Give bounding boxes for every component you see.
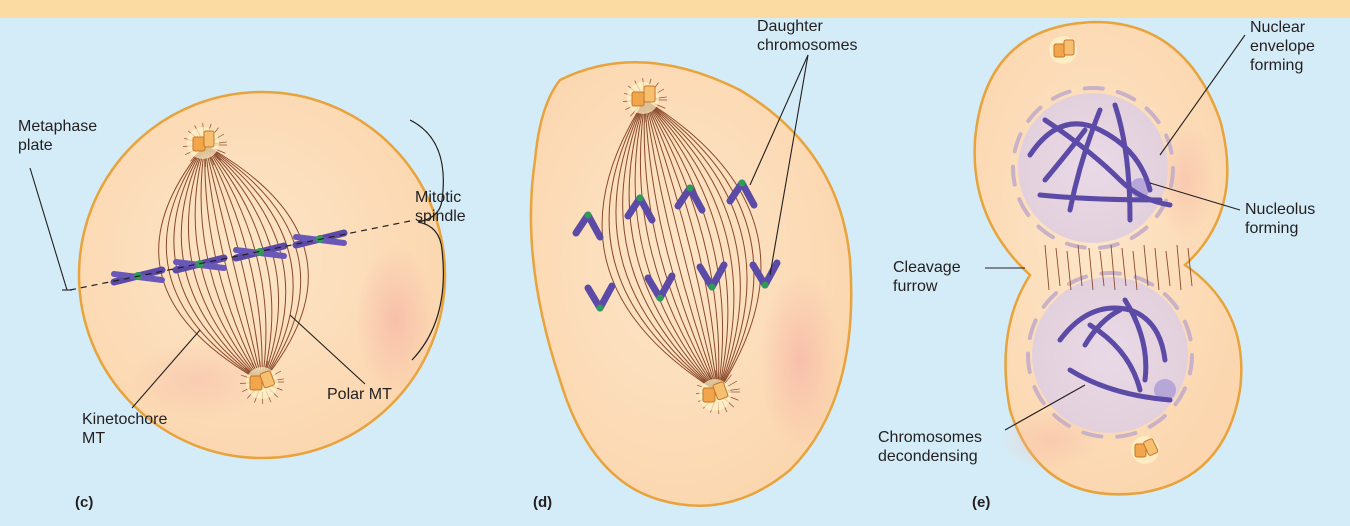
label-polar-mt: Polar MT: [327, 385, 392, 404]
cell-anaphase: [531, 62, 851, 505]
centrosome-icon: [1131, 436, 1159, 464]
centrosome-icon: [187, 127, 219, 159]
cell-telophase: [975, 22, 1242, 494]
panel-letter-c: (c): [75, 494, 93, 511]
centrosome-icon: [1049, 36, 1077, 64]
panel-letter-e: (e): [972, 494, 990, 511]
panel-letter-d: (d): [533, 494, 552, 511]
centrosome-icon: [699, 379, 731, 411]
label-nuclear-envelope-forming: Nuclear envelope forming: [1250, 18, 1315, 75]
centrosome-icon: [246, 367, 278, 399]
centrosome-icon: [627, 82, 659, 114]
